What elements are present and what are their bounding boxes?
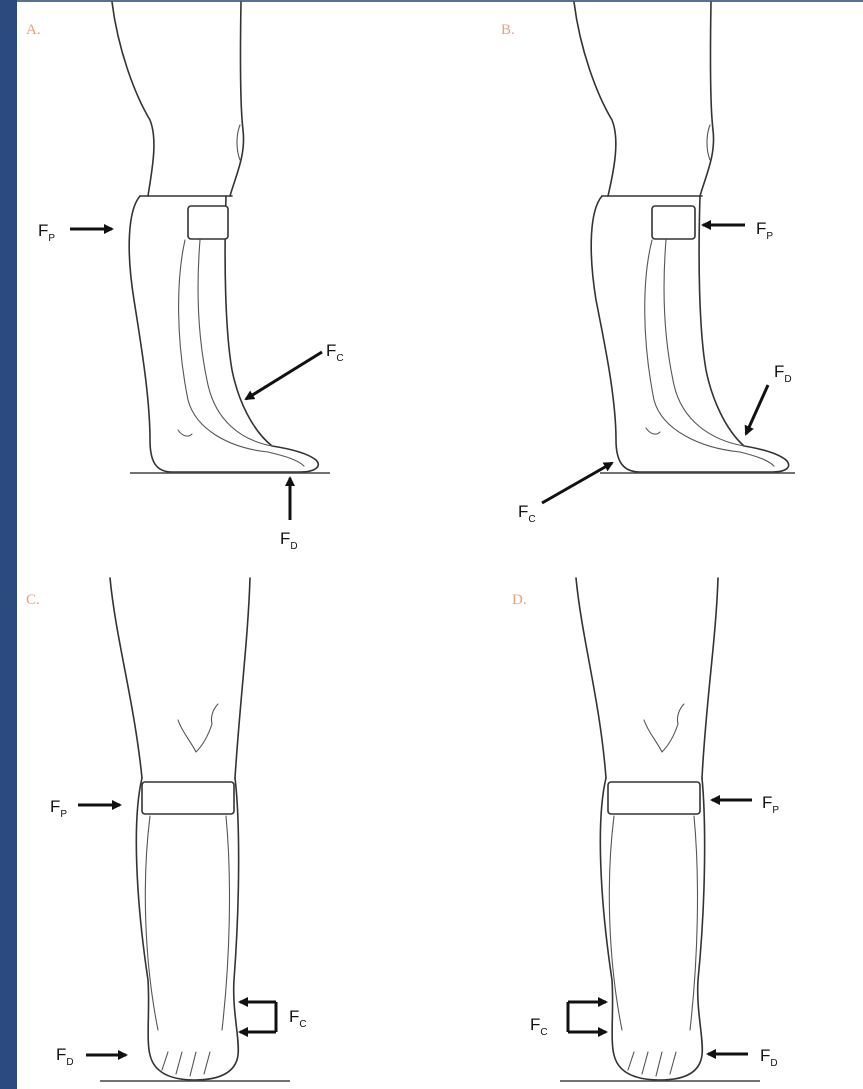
panel-d-kneecap: [644, 704, 684, 752]
panel-a-calf-strap: [188, 206, 228, 239]
panel-c-leg-outline: [136, 778, 238, 1080]
panel-d-left-upright: [609, 816, 622, 1030]
panel-a-thigh-front: [230, 2, 244, 196]
panel-a-orthosis-upright: [179, 240, 304, 466]
panel-b-label-fc: FC: [518, 502, 536, 525]
panel-c-thigh-left: [110, 578, 142, 778]
panel-a-label-fc: FC: [326, 341, 344, 364]
panel-b-label-fp: FP: [756, 219, 773, 242]
panel-d-calf-strap: [608, 782, 700, 814]
panel-d-thigh-left: [576, 578, 606, 778]
panel-b-thigh-front: [700, 2, 714, 196]
panel-d-thigh-right: [702, 578, 718, 778]
panel-d-toes: [628, 1052, 676, 1076]
panel-c-label-fc: FC: [289, 1007, 307, 1030]
panel-a-thigh-back: [112, 2, 154, 196]
panel-a: A. FP FC FD: [26, 2, 344, 552]
panel-d-label-fd: FD: [760, 1046, 778, 1069]
panel-a-knee-mark: [237, 125, 240, 160]
panel-b-ankle-mark: [646, 428, 660, 434]
panel-c-toes: [162, 1052, 210, 1076]
panel-b-thigh-back: [574, 2, 616, 196]
panel-b-arrow-fd: [746, 385, 768, 434]
panel-c-right-upright: [222, 816, 229, 1030]
panel-a-label-fp: FP: [38, 221, 55, 244]
panel-a-arrow-fc: [246, 352, 322, 399]
panel-c-label-fp: FP: [50, 797, 67, 820]
panel-d-leg-outline: [600, 778, 704, 1080]
panel-b-orthosis-inner: [664, 240, 744, 446]
panel-c-calf-strap: [142, 782, 234, 814]
panel-a-letter: A.: [26, 22, 41, 38]
panel-b-calf-strap: [652, 206, 695, 239]
panel-b-label-fd: FD: [774, 362, 792, 385]
panel-b-knee-mark: [707, 125, 710, 160]
panel-d-letter: D.: [512, 592, 527, 608]
panel-c-letter: C.: [26, 592, 40, 608]
panel-b: B. FP FD FC: [501, 2, 795, 525]
panel-c-left-upright: [145, 816, 158, 1030]
panel-c-kneecap: [178, 704, 218, 752]
panel-c: C. FP FC FD: [26, 578, 307, 1081]
panel-a-ankle-mark: [178, 430, 192, 436]
panel-a-label-fd: FD: [280, 529, 298, 552]
panel-d: D. FP FC FD: [512, 578, 779, 1081]
panel-a-orthosis-inner: [198, 240, 272, 446]
panel-b-letter: B.: [501, 22, 515, 38]
panel-c-thigh-right: [235, 578, 250, 778]
panel-d-label-fp: FP: [762, 793, 779, 816]
panel-d-label-fc: FC: [530, 1015, 548, 1038]
panel-d-right-upright: [690, 816, 697, 1030]
panel-b-arrow-fc: [542, 463, 612, 503]
panel-c-label-fd: FD: [56, 1045, 74, 1068]
